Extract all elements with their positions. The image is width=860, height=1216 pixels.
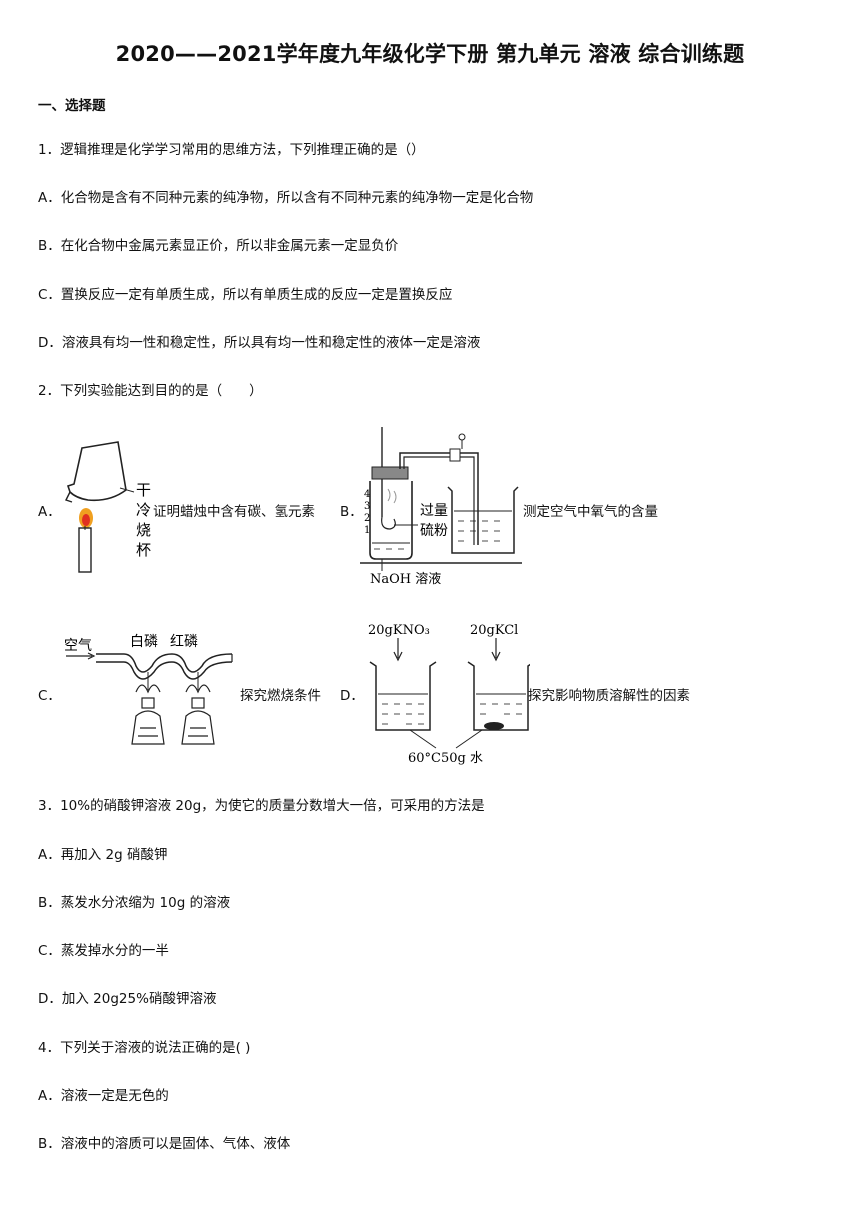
scale-1: 1 [364,525,370,536]
q4-option-a: A．溶液一定是无色的 [38,1088,169,1104]
scale-2: 2 [364,513,370,524]
q2-option-d-caption: 探究影响物质溶解性的因素 [528,688,690,704]
q2-option-c-letter: C． [38,688,61,704]
q3-option-d: D．加入 20g25%硝酸钾溶液 [38,991,217,1007]
q2-option-d-letter: D． [340,688,364,704]
q1-option-b: B．在化合物中金属元素显正价，所以非金属元素一定显负价 [38,238,399,254]
fig-label-white-p: 白磷 [130,634,158,650]
scale-3: 3 [364,501,370,512]
candle-beaker-figure: 干 冷 烧 杯 [65,441,151,573]
q1-option-c: C．置换反应一定有单质生成，所以有单质生成的反应一定是置换反应 [38,287,453,303]
q2-option-a-letter: A． [38,504,61,520]
q2-option-b-caption: 测定空气中氧气的含量 [523,504,658,520]
fig-label-red-p: 红磷 [170,634,198,650]
fig-label-gan: 干 [136,481,151,499]
fig-label-kno3: 20gKNO₃ [368,623,430,638]
q3-option-b: B．蒸发水分浓缩为 10g 的溶液 [38,895,231,911]
fig-label-air: 空气 [64,638,92,654]
q2-option-c-caption: 探究燃烧条件 [240,688,321,704]
combustion-figure: 空气 白磷 红磷 [64,634,233,745]
q2-option-a-caption: 证明蜡烛中含有碳、氢元素 [153,504,315,520]
fig-label-water: 60°C50g 水 [408,751,483,766]
q2-stem: 2．下列实验能达到目的的是（ ） [38,383,263,399]
q1-option-a: A．化合物是含有不同种元素的纯净物，所以含有不同种元素的纯净物一定是化合物 [38,190,534,206]
section-heading: 一、选择题 [38,98,106,114]
q4-option-b: B．溶液中的溶质可以是固体、气体、液体 [38,1136,291,1152]
oxygen-measure-figure: 4 3 2 1 过量 硫粉 NaOH 溶液 [360,427,522,587]
q1-option-d: D．溶液具有均一性和稳定性，所以具有均一性和稳定性的液体一定是溶液 [38,335,481,351]
scale-4: 4 [364,489,370,500]
fig-label-naoh: NaOH 溶液 [370,572,441,587]
solubility-figure: 20gKNO₃ 20gKCl 60°C50g 水 [368,623,530,766]
q3-option-a: A．再加入 2g 硝酸钾 [38,847,168,863]
q4-stem: 4．下列关于溶液的说法正确的是( ) [38,1040,251,1056]
fig-label-bei: 杯 [136,541,151,559]
fig-label-kcl: 20gKCl [470,623,518,638]
q3-stem: 3．10%的硝酸钾溶液 20g，为使它的质量分数增大一倍，可采用的方法是 [38,798,485,814]
fig-label-liufen: 硫粉 [420,523,448,539]
fig-label-leng: 冷 [136,501,151,519]
fig-label-shao: 烧 [136,521,151,539]
page-title: 2020——2021学年度九年级化学下册 第九单元 溶液 综合训练题 [115,42,745,66]
q2-option-b-letter: B． [340,504,363,520]
fig-label-guoliang: 过量 [420,503,448,519]
q1-stem: 1．逻辑推理是化学学习常用的思维方法，下列推理正确的是（） [38,142,425,158]
q3-option-c: C．蒸发掉水分的一半 [38,943,169,959]
